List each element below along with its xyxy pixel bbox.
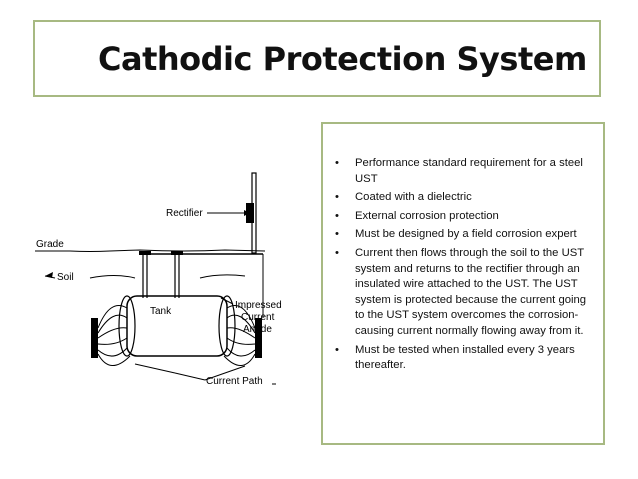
anode-label-3: Anode	[243, 324, 272, 335]
bullet-list: •Performance standard requirement for a …	[331, 156, 593, 374]
grade-label: Grade	[36, 239, 64, 250]
bullet-item: •Current then flows through the soil to …	[335, 246, 587, 337]
title-frame: Cathodic Protection System	[33, 20, 601, 97]
anode-label-2: Current	[241, 312, 275, 323]
right-anode	[255, 318, 262, 358]
soil-label: Soil	[57, 272, 74, 283]
bullet-dot: •	[335, 343, 339, 356]
bullet-item: •Performance standard requirement for a …	[335, 157, 583, 185]
cathodic-protection-diagram: Rectifier Grade Soil Tank I	[35, 172, 282, 387]
bullet-dot: •	[335, 157, 339, 169]
slide-title: Cathodic Protection System	[98, 39, 587, 78]
bullet-item: •External corrosion protection	[331, 209, 593, 225]
bullet-panel: •Performance standard requirement for a …	[321, 122, 605, 445]
bullet-dot: •	[335, 209, 339, 222]
bullet-dot: •	[335, 191, 339, 204]
bullet-item: •Must be tested when installed every 3 y…	[335, 343, 575, 372]
bullet-dot: •	[335, 246, 339, 259]
tank-label: Tank	[150, 306, 172, 317]
rectifier-label: Rectifier	[166, 208, 203, 219]
left-anode	[91, 318, 98, 358]
bullet-item: •Coated with a dielectric	[331, 190, 593, 206]
tank	[126, 295, 228, 357]
current-path-label: Current Path	[206, 376, 263, 387]
ground-line	[69, 249, 266, 252]
anode-label-1: Impressed	[235, 300, 282, 311]
bullet-item: •Must be designed by a field corrosion e…	[331, 227, 593, 243]
bullet-dot: •	[335, 228, 339, 241]
